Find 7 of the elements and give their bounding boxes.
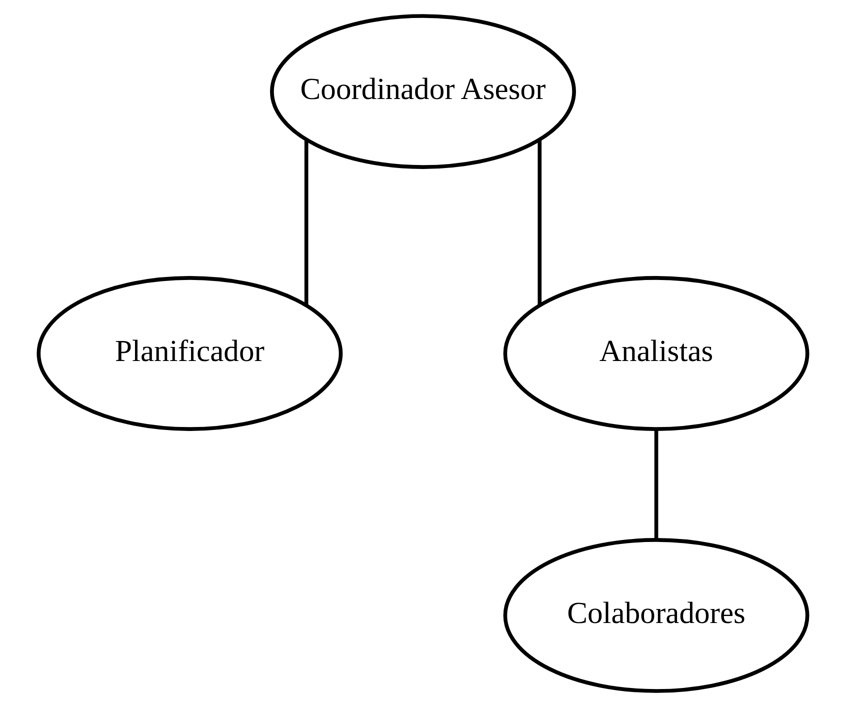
node-ellipse: Colaboradores — [503, 538, 810, 693]
node-ellipse: Coordinador Asesor — [270, 14, 576, 169]
connector — [304, 140, 308, 305]
node-ellipse: Analistas — [503, 276, 810, 431]
connector — [538, 140, 542, 305]
connector — [654, 429, 658, 540]
node-ellipse: Planificador — [36, 276, 343, 431]
